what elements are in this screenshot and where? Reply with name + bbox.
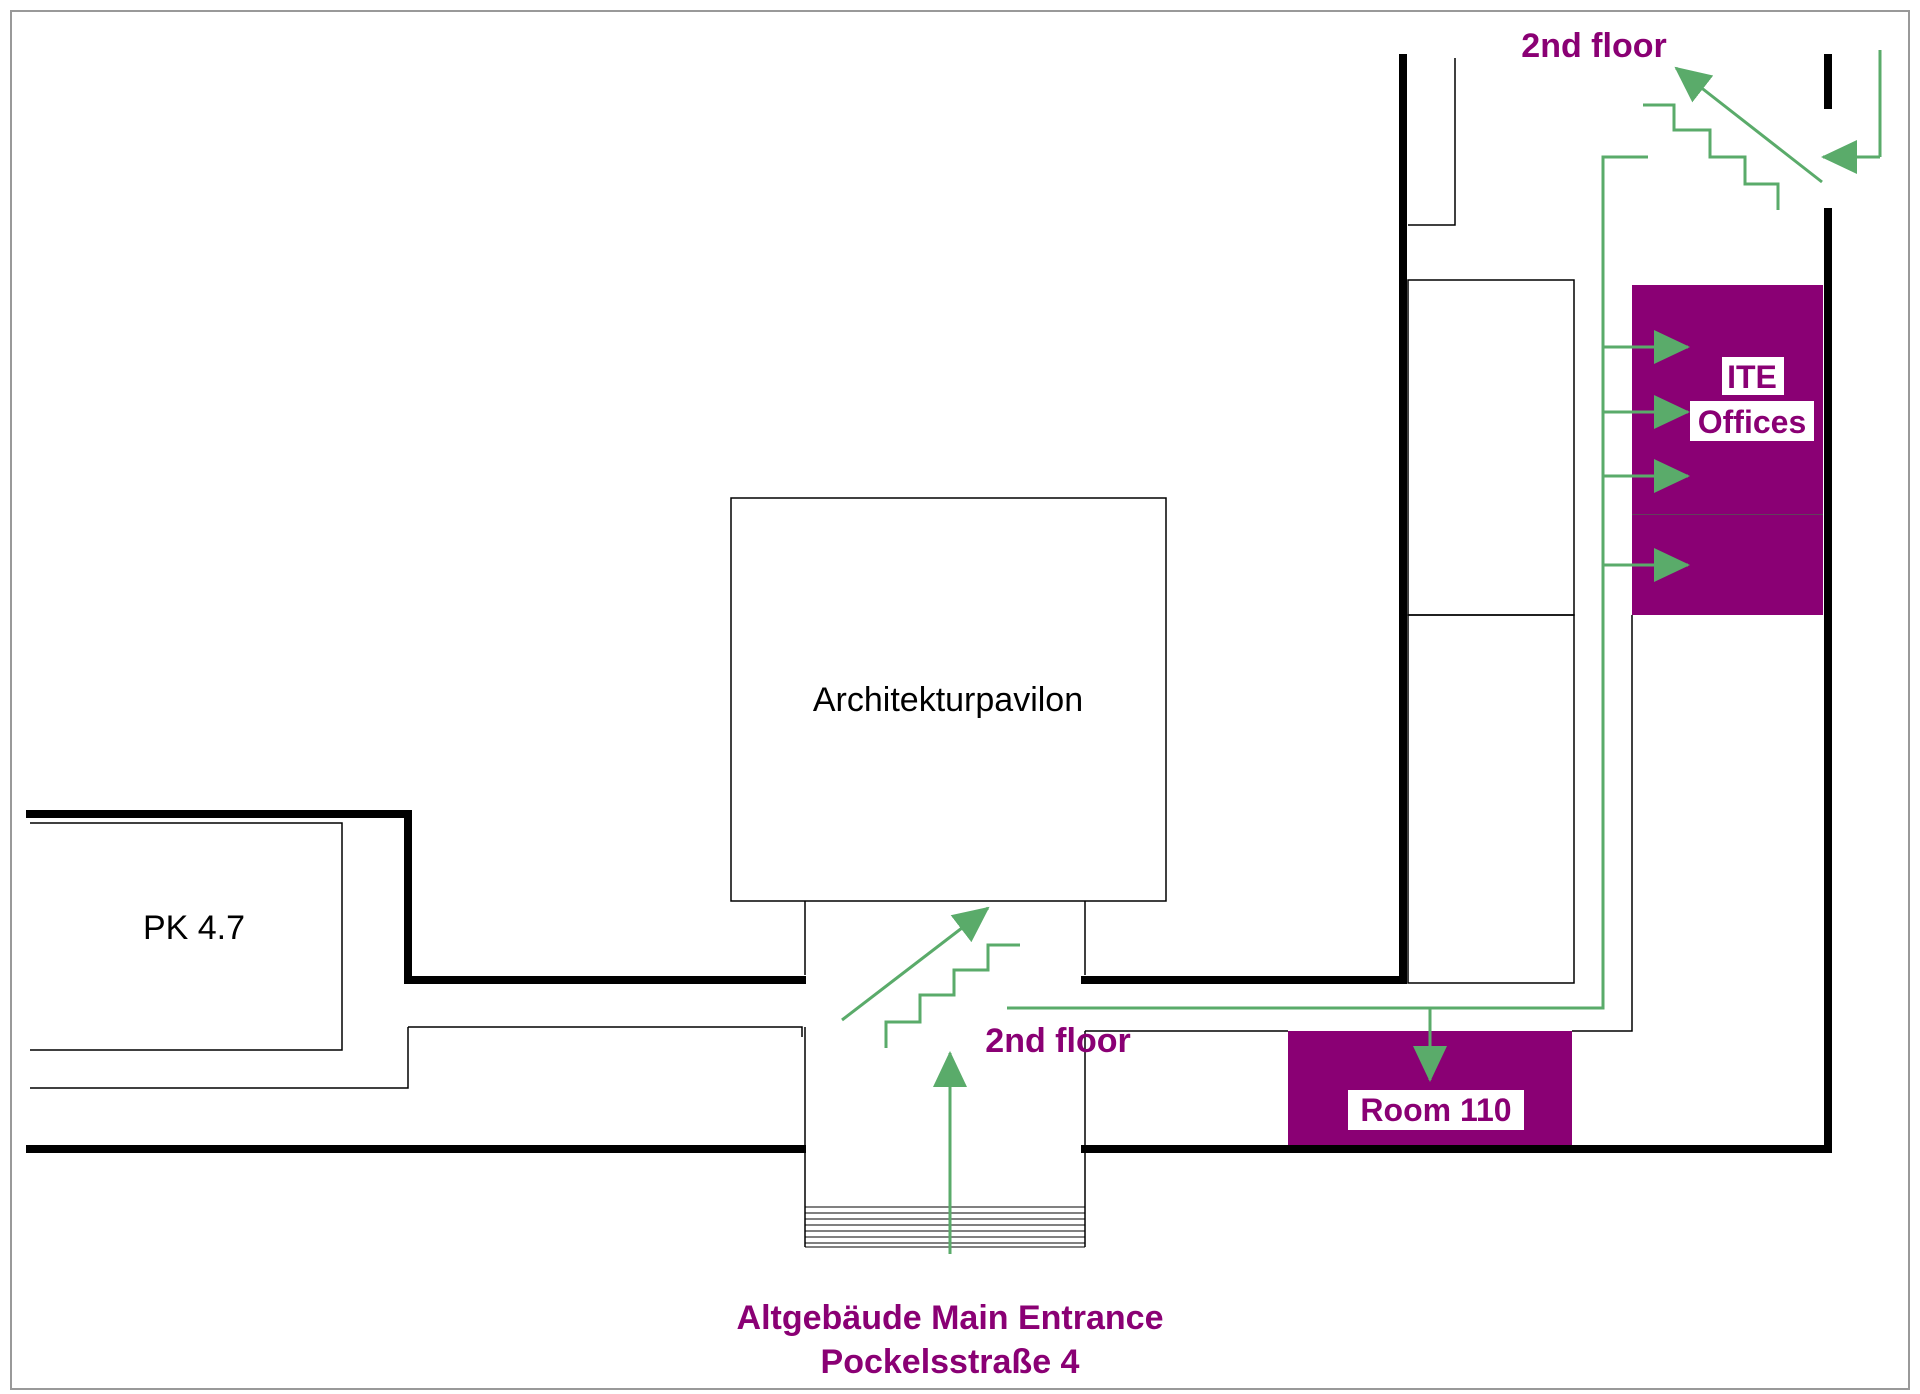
map-frame [10,10,1910,1390]
pk-label: PK 4.7 [143,909,245,947]
building-walls [26,54,1832,1153]
corridor-room-lower [1407,614,1575,984]
entrance-steps [805,1206,1085,1248]
architekturpavilon-building [730,497,1167,902]
stairs-bottom-icon [884,943,1020,1048]
stairs-top-icon [1643,103,1780,210]
entrance-label-line2: Pockelsstraße 4 [821,1343,1080,1381]
room110-label-bg [1348,1090,1524,1130]
ite-label-bg-1 [1722,357,1784,395]
building-outlines [30,58,1633,1247]
entrance-label-line1: Altgebäude Main Entrance [737,1299,1164,1337]
ite-offices-room[interactable] [1632,285,1823,515]
ite-label-bg-2 [1690,401,1814,441]
room110-label: Room 110 [1360,1092,1511,1128]
corridor-room-upper [1407,279,1575,616]
stairs-top-arrow [1674,66,1823,184]
pavilion-label: Architekturpavilon [813,681,1083,719]
route-path [841,50,1882,1254]
stairs-bottom-arrow [841,906,990,1022]
floor-label-bottom: 2nd floor [985,1022,1130,1060]
ite-label-line2: Offices [1698,404,1806,440]
ite-label-line1: ITE [1727,359,1777,395]
floor-label-top: 2nd floor [1521,27,1666,65]
